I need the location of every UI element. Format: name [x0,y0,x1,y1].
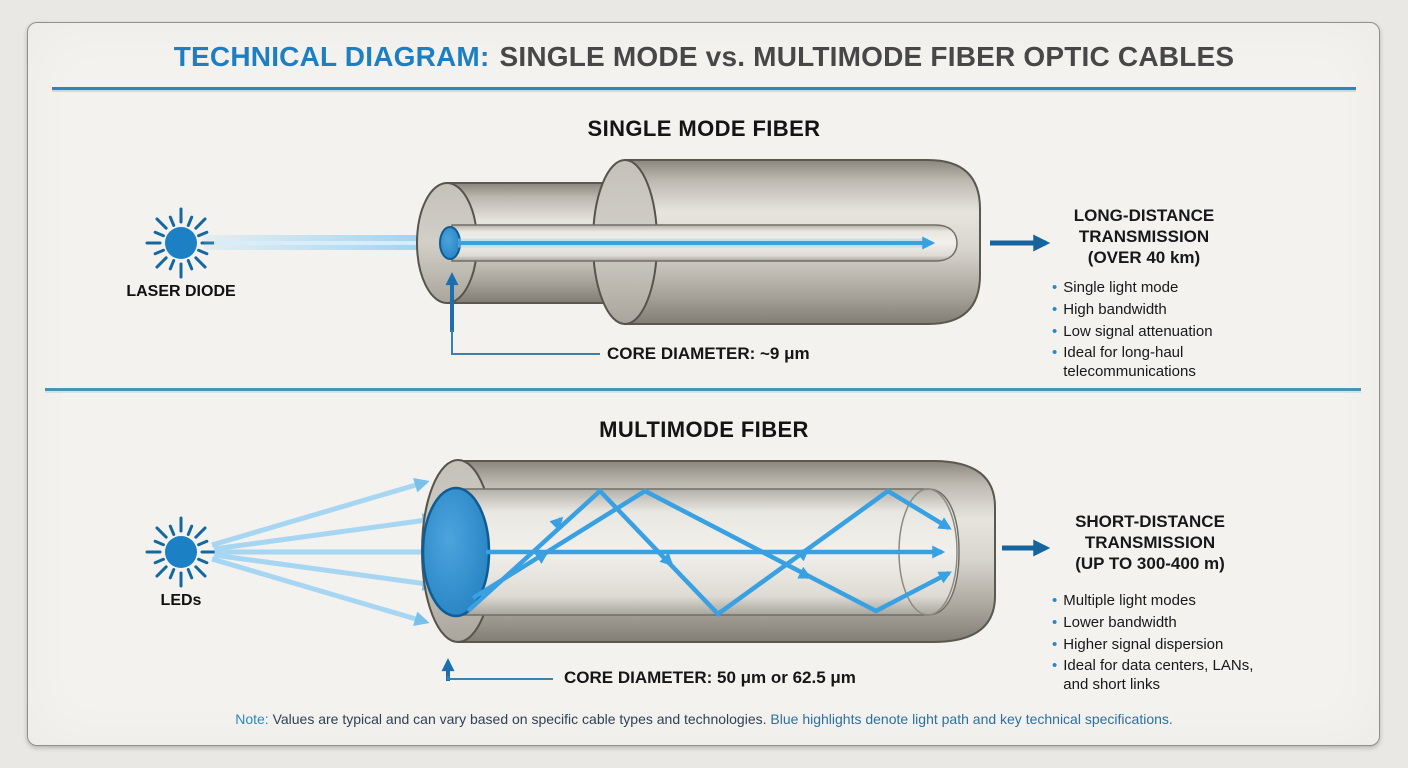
title-divider [52,87,1356,90]
footnote-label: Note: [235,711,269,727]
multimode-light-rays [466,487,952,617]
page-title-main: SINGLE MODE vs. MULTIMODE FIBER OPTIC CA… [499,41,1235,72]
bullet-icon: • [1052,300,1058,318]
core-callout-line-multi [447,676,553,680]
led-fan-arrows [211,477,444,627]
multimode-core-label: CORE DIAMETER: 50 μm or 62.5 μm [564,668,856,687]
single-mode-core [439,226,461,260]
footnote: Note: Values are typical and can vary ba… [0,711,1408,727]
leds-label: LEDs [160,592,202,609]
list-item: •Single light mode [1052,279,1179,296]
list-item: •High bandwidth [1052,300,1167,318]
list-item: •Multiple light modes [1052,592,1196,609]
laser-diode-label: LASER DIODE [126,283,236,300]
multimode-heading: MULTIMODE FIBER [599,417,809,442]
single-mode-transmission-title: LONG-DISTANCE TRANSMISSION (OVER 40 km) [1073,206,1215,267]
list-item: •Low signal attenuation [1052,322,1213,340]
page-title: TECHNICAL DIAGRAM: SINGLE MODE vs. MULTIM… [0,41,1408,73]
core-callout-line-single [451,330,600,355]
single-mode-heading: SINGLE MODE FIBER [587,116,821,141]
bullet-icon: • [1052,279,1058,296]
bullet-icon: • [1052,344,1058,362]
single-mode-bullet-list: •Single light mode •High bandwidth •Low … [1052,279,1280,385]
list-item: •Lower bandwidth [1052,613,1177,631]
single-mode-core-label: CORE DIAMETER: ~9 μm [607,344,810,363]
page-title-prefix: TECHNICAL DIAGRAM: [173,41,490,72]
list-item: •Ideal for long-haul telecommunications [1052,344,1196,380]
single-mode-diagram [145,159,1051,355]
footnote-text-blue: Blue highlights denote light path and ke… [770,711,1173,727]
led-icon [145,516,217,588]
multimode-diagram [145,459,1051,681]
bullet-icon: • [1052,613,1058,631]
footnote-text-dark: Values are typical and can vary based on… [272,711,767,727]
bullet-icon: • [1052,322,1058,340]
list-item: •Higher signal dispersion [1052,635,1224,653]
section-divider [45,388,1361,391]
bullet-icon: • [1052,635,1058,653]
multimode-transmission-title: SHORT-DISTANCE TRANSMISSION (UP TO 300-4… [1075,512,1225,573]
list-item: •Ideal for data centers, LANs, and short… [1052,657,1254,693]
bullet-icon: • [1052,592,1058,609]
multimode-bullet-list: •Multiple light modes •Lower bandwidth •… [1052,592,1280,698]
bullet-icon: • [1052,657,1058,675]
